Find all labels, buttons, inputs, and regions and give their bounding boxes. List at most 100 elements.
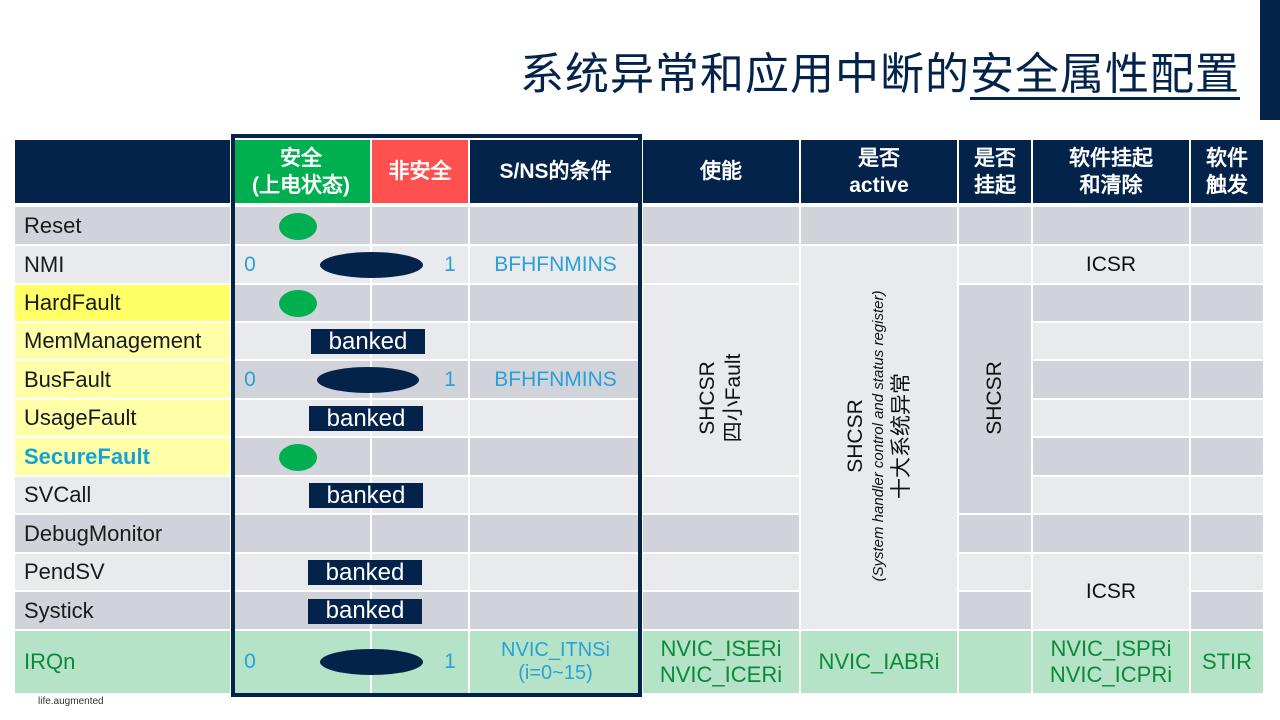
pending-vertical-text: SHCSR <box>982 361 1008 435</box>
pending-shcsr-label: SHCSR <box>983 361 1006 435</box>
trigger-cell <box>1191 477 1263 513</box>
condition-cell <box>470 438 641 475</box>
setclear-cell <box>1033 323 1189 359</box>
active-vertical-text: SHCSR(System handler control and status … <box>843 291 915 582</box>
nonsecure-cell <box>372 515 468 552</box>
enable-cell <box>643 554 799 590</box>
trigger-cell <box>1191 592 1263 629</box>
row-label-systick: Systick <box>15 592 230 629</box>
header-trigger: 软件 触发 <box>1191 140 1263 203</box>
condition-cell <box>470 554 641 590</box>
configurable-pill <box>320 649 423 675</box>
enable-cell <box>643 246 799 283</box>
active-subtitle: (System handler control and status regis… <box>870 290 887 582</box>
banked-label: banked <box>308 560 422 585</box>
active-subtitle-2: 十大系统异常 <box>890 373 913 499</box>
banked-label: banked <box>309 483 423 508</box>
configurable-pill <box>320 251 423 278</box>
header-nonsecure: 非安全 <box>372 140 468 203</box>
trigger-cell <box>1191 323 1263 359</box>
pending-cell <box>959 246 1031 283</box>
row-label-reset: Reset <box>15 207 230 244</box>
setclear-irq: NVIC_ISPRi NVIC_ICPRi <box>1033 631 1189 693</box>
condition-cell <box>470 400 641 436</box>
pending-cell <box>959 515 1031 552</box>
row-label-nmi: NMI <box>15 246 230 283</box>
trigger-cell <box>1191 515 1263 552</box>
active-irq: NVIC_IABRi <box>801 631 957 693</box>
trigger-cell <box>1191 438 1263 475</box>
nonsecure-cell <box>372 438 468 475</box>
banked-label: banked <box>309 406 423 431</box>
pending-cell <box>959 592 1031 629</box>
trigger-cell <box>1191 361 1263 398</box>
nonsecure-one-label: 1 <box>444 367 456 391</box>
banked-label: banked <box>311 329 425 354</box>
title-plain: 系统异常和应用中断的 <box>520 49 970 100</box>
enable-cell <box>643 515 799 552</box>
row-label-pendsv: PendSV <box>15 554 230 590</box>
setclear-icsr-nmi: ICSR <box>1033 246 1189 283</box>
enable-subtitle: 四小Fault <box>722 353 745 443</box>
condition-cell: NVIC_ITNSi (i=0~15) <box>470 631 641 693</box>
active-cell-reset <box>801 207 957 244</box>
footer-tagline: life.augmented <box>38 696 104 707</box>
secure-zero-label: 0 <box>244 252 256 276</box>
secure-fixed-dot <box>279 212 317 240</box>
setclear-cell <box>1033 361 1189 398</box>
header-condition: S/NS的条件 <box>470 140 641 203</box>
setclear-cell <box>1033 515 1189 552</box>
secure-zero-label: 0 <box>244 650 256 673</box>
setclear-cell <box>1033 438 1189 475</box>
enable-cell <box>643 592 799 629</box>
title-underlined: 安全属性配置 <box>970 49 1240 100</box>
nonsecure-cell <box>372 285 468 321</box>
trigger-cell <box>1191 285 1263 321</box>
accent-bar <box>1260 0 1280 120</box>
row-label-usagefault: UsageFault <box>15 400 230 436</box>
header-empty-corner <box>15 140 230 203</box>
row-label-securefault: SecureFault <box>15 438 230 475</box>
condition-cell <box>470 477 641 513</box>
trigger-irq: STIR <box>1191 631 1263 693</box>
setclear-cell <box>1033 400 1189 436</box>
enable-shcsr-label: SHCSR <box>696 361 719 435</box>
header-secure: 安全 (上电状态) <box>232 140 370 203</box>
setclear-cell <box>1033 477 1189 513</box>
enable-irq: NVIC_ISERi NVIC_ICERi <box>643 631 799 693</box>
header-active: 是否 active <box>801 140 957 203</box>
setclear-cell <box>1033 285 1189 321</box>
pending-cell <box>959 207 1031 244</box>
header-pending: 是否 挂起 <box>959 140 1031 203</box>
nonsecure-one-label: 1 <box>444 650 456 673</box>
page-title: 系统异常和应用中断的安全属性配置 <box>520 38 1240 102</box>
condition-cell: BFHFNMINS <box>470 246 641 283</box>
configurable-pill <box>317 366 419 393</box>
setclear-cell <box>1033 207 1189 244</box>
condition-cell <box>470 515 641 552</box>
row-label-svcall: SVCall <box>15 477 230 513</box>
setclear-icsr-merged: ICSR <box>1033 554 1189 629</box>
banked-label: banked <box>308 598 422 624</box>
pending-cell <box>959 631 1031 693</box>
enable-cell <box>643 477 799 513</box>
row-label-debugmonitor: DebugMonitor <box>15 515 230 552</box>
active-merged-shcsr <box>801 246 957 629</box>
enable-cell <box>643 207 799 244</box>
trigger-cell <box>1191 400 1263 436</box>
pending-merged-shcsr <box>959 285 1031 513</box>
nonsecure-cell <box>372 207 468 244</box>
enable-merged-shcsr <box>643 285 799 475</box>
active-shcsr-label: SHCSR <box>844 399 867 473</box>
condition-cell <box>470 592 641 629</box>
row-label-busfault: BusFault <box>15 361 230 398</box>
row-label-irqn: IRQn <box>15 631 230 693</box>
row-label-memmanagement: MemManagement <box>15 323 230 359</box>
nonsecure-one-label: 1 <box>444 252 456 276</box>
trigger-cell <box>1191 554 1263 590</box>
condition-cell <box>470 207 641 244</box>
secure-fixed-dot <box>279 443 317 471</box>
condition-cell <box>470 285 641 321</box>
header-enable: 使能 <box>643 140 799 203</box>
trigger-cell <box>1191 207 1263 244</box>
